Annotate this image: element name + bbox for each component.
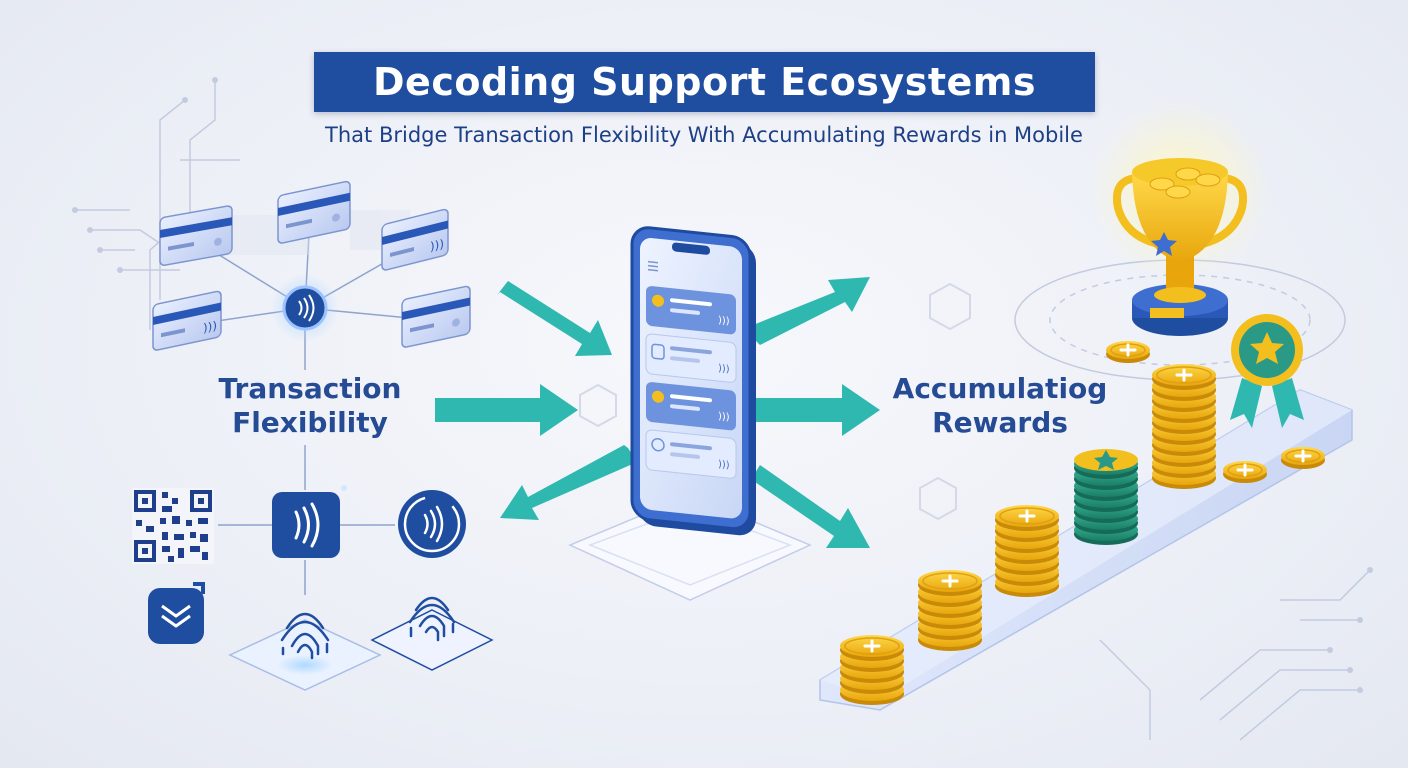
accumulating-rewards-label: Accumulatiog Rewards (868, 372, 1132, 440)
coin-stack-icon (1223, 461, 1267, 483)
fingerprint-icon-secondary (370, 596, 494, 671)
svg-text:))): ))) (203, 319, 217, 336)
credit-card-icon: ))) ))) (152, 180, 471, 351)
fingerprint-icon (228, 612, 382, 691)
svg-text:))): ))) (718, 315, 730, 327)
rewards-label-line1: Accumulatiog (892, 372, 1108, 405)
circuit-lines-right (1099, 569, 1371, 741)
star-coin-icon (1074, 449, 1138, 545)
nfc-circle-icon (398, 490, 466, 558)
transaction-label-line1: Transaction (218, 372, 402, 405)
svg-text:))): ))) (430, 237, 444, 254)
title-banner: Decoding Support Ecosystems (314, 52, 1095, 112)
coin-stacks (840, 341, 1325, 705)
rewards-label-line2: Rewards (932, 406, 1068, 439)
coin-stack-icon (995, 505, 1059, 597)
transaction-label-line2: Flexibility (232, 406, 388, 439)
trophy-icon (1090, 100, 1270, 336)
contactless-hub-icon (271, 274, 339, 342)
badge-ribbon-icon (1230, 314, 1304, 428)
page-subtitle: That Bridge Transaction Flexibility With… (325, 123, 1083, 147)
transaction-flexibility-label: Transaction Flexibility (200, 372, 420, 440)
svg-text:))): ))) (718, 411, 730, 423)
page-title: Decoding Support Ecosystems (373, 60, 1036, 104)
qr-code-icon (132, 488, 214, 564)
contactless-icon (272, 485, 347, 558)
coin-stack-icon (840, 635, 904, 705)
wallet-app-icon (148, 582, 205, 644)
coin-stack-icon (1106, 341, 1150, 363)
coin-stack-icon (1152, 364, 1216, 489)
smartphone-icon: ))) ))) ))) ))) (630, 226, 756, 536)
arrow-icon (435, 277, 880, 548)
coin-stack-icon (918, 570, 982, 651)
svg-text:))): ))) (718, 459, 730, 471)
svg-text:))): ))) (718, 363, 730, 375)
coin-stack-icon (1281, 447, 1325, 469)
